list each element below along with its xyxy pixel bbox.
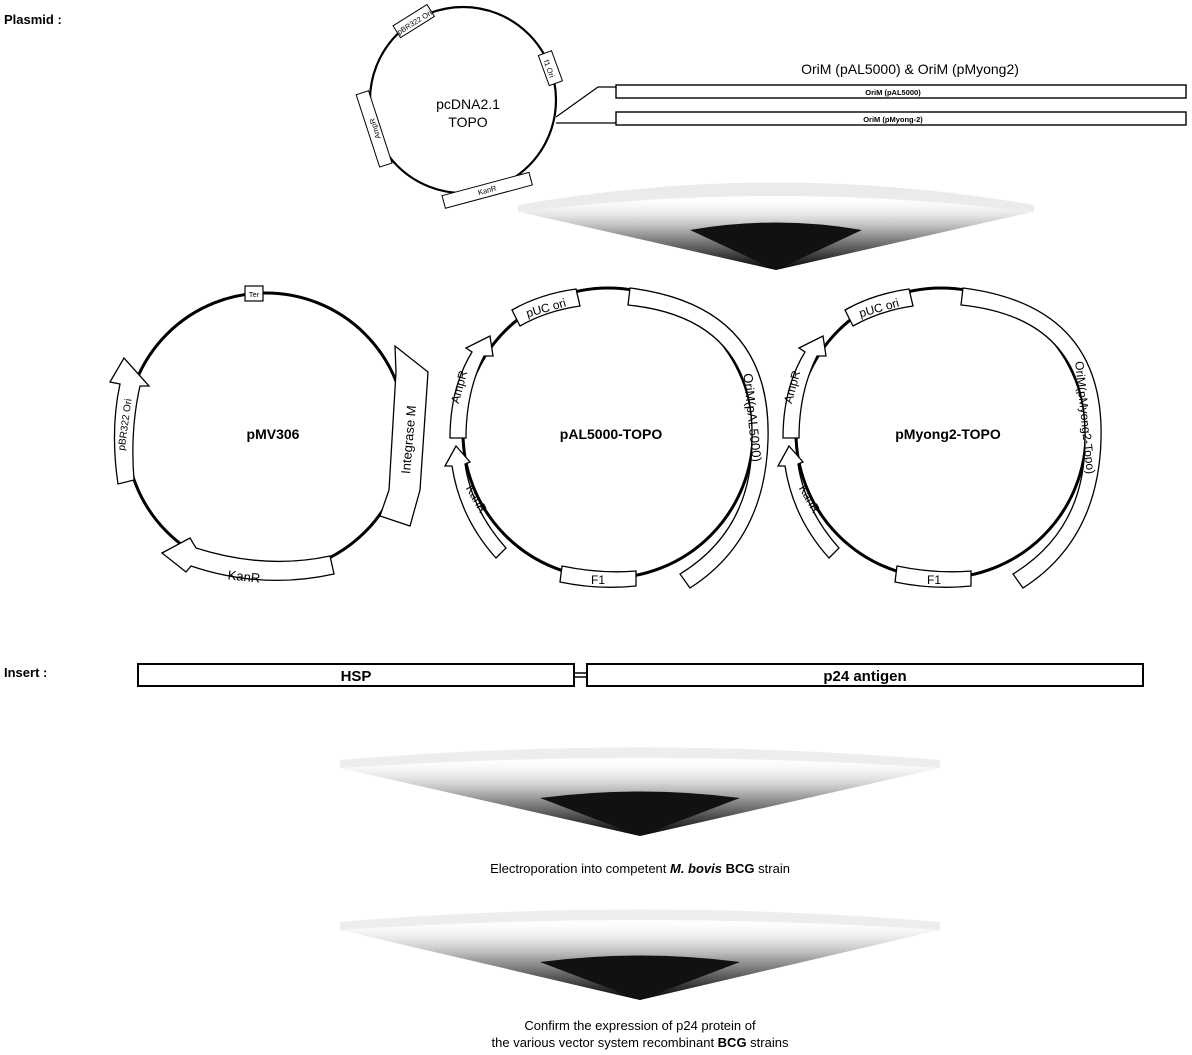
plasmid-pmv306-name: pMV306 bbox=[247, 426, 300, 442]
source-plasmid-map: pBR322 Ori f1 Ori KanR AmpR pcDNA2.1 TOP… bbox=[355, 3, 564, 209]
feature-puc-ori: pUC ori bbox=[844, 288, 914, 327]
feature-kanr: KanR bbox=[776, 444, 840, 559]
feature-kanr: KanR bbox=[160, 537, 335, 586]
feature-f1: F1 bbox=[559, 565, 637, 588]
step1-text: Electroporation into competent M. bovis … bbox=[490, 861, 790, 876]
source-feature-pbr322-ori: pBR322 Ori bbox=[392, 3, 436, 39]
feature-f1-label: F1 bbox=[591, 573, 605, 587]
source-feature-f1-ori: f1 Ori bbox=[537, 50, 564, 87]
feature-ter-label: Ter bbox=[249, 290, 260, 299]
orim-title: OriM (pAL5000) & OriM (pMyong2) bbox=[801, 61, 1019, 77]
source-feature-kanr: KanR bbox=[441, 171, 533, 209]
step1-pre: Electroporation into competent bbox=[490, 861, 670, 876]
step2-line2: the various vector system recombinant BC… bbox=[492, 1035, 789, 1050]
insert-hsp-label: HSP bbox=[341, 668, 372, 685]
feature-kanr: KanR bbox=[443, 444, 507, 559]
insert-p24-segment bbox=[586, 663, 1144, 687]
insert-construct: HSP p24 antigen bbox=[137, 663, 1144, 687]
step1-post: strain bbox=[755, 861, 790, 876]
insert-hsp-segment bbox=[137, 663, 575, 687]
feature-puc-ori: pUC ori bbox=[511, 288, 581, 327]
plasmid-section-label: Plasmid : bbox=[4, 12, 62, 27]
process-arrow-2 bbox=[340, 747, 940, 836]
orim-pmyong2-label: OriM (pMyong-2) bbox=[863, 115, 923, 124]
orim-pmyong2-bar bbox=[615, 111, 1187, 126]
feature-ampr: AmpR bbox=[448, 335, 494, 439]
orim-pal5000-label: OriM (pAL5000) bbox=[865, 88, 921, 97]
source-feature-ampr: AmpR bbox=[355, 90, 393, 168]
feature-f1-label: F1 bbox=[927, 573, 941, 587]
source-plasmid-name-line2: TOPO bbox=[448, 114, 488, 130]
feature-pbr322-ori: pBR322 Ori bbox=[108, 356, 151, 485]
insert-section-label: Insert : bbox=[4, 665, 47, 680]
step1-species: M. bovis bbox=[670, 861, 722, 876]
orim-pal5000-bar bbox=[615, 84, 1187, 99]
feature-integrase-m-label: Integrase M bbox=[398, 405, 419, 475]
plasmid-pal5000-topo-map: pUC ori OriM(pAL5000) F1 KanR AmpR pAL50… bbox=[443, 286, 769, 589]
plasmid-pmyong2-topo-name: pMyong2-TOPO bbox=[895, 426, 1001, 442]
plasmid-pal5000-topo-name: pAL5000-TOPO bbox=[560, 426, 663, 442]
feature-f1: F1 bbox=[894, 565, 972, 588]
orim-fragments: OriM (pAL5000) & OriM (pMyong2) OriM (pA… bbox=[555, 61, 1187, 126]
feature-kanr-label: KanR bbox=[227, 567, 261, 585]
step2-line2-post: strains bbox=[747, 1035, 789, 1050]
feature-ampr: AmpR bbox=[781, 335, 827, 439]
feature-ter: Ter bbox=[244, 285, 264, 302]
plasmid-pmyong2-topo-map: pUC ori OriM(pMyong2-Topo) F1 KanR AmpR … bbox=[776, 286, 1102, 589]
process-arrow-1 bbox=[518, 180, 1034, 270]
process-arrow-3 bbox=[340, 909, 940, 1000]
step2-line2-bold: BCG bbox=[718, 1035, 747, 1050]
step2-line2-pre: the various vector system recombinant bbox=[492, 1035, 718, 1050]
plasmid-pmv306-map: Ter Integrase M KanR pBR322 Ori pMV306 bbox=[108, 285, 429, 586]
insert-p24-label: p24 antigen bbox=[823, 668, 906, 685]
step1-strain: BCG bbox=[726, 861, 755, 876]
step2-line1: Confirm the expression of p24 protein of bbox=[524, 1018, 756, 1033]
source-plasmid-name-line1: pcDNA2.1 bbox=[436, 96, 500, 112]
feature-integrase-m: Integrase M bbox=[379, 344, 429, 527]
